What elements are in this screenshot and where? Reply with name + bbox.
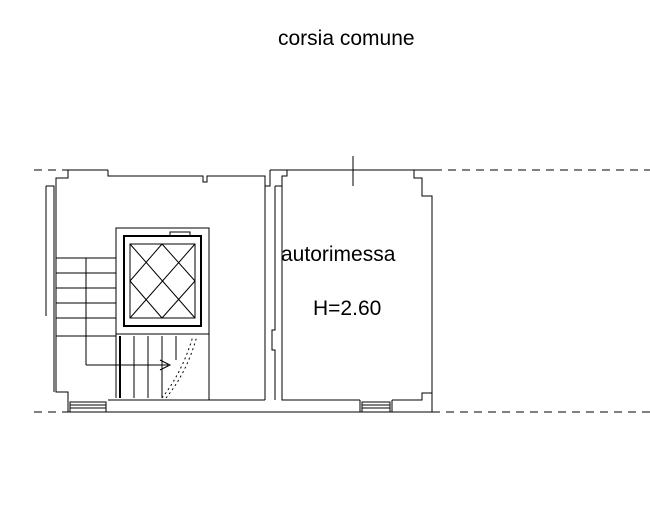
staircase [55, 257, 210, 400]
elevator-shaft [115, 227, 210, 335]
outer-walls [45, 156, 434, 413]
height-label: H=2.60 [313, 297, 382, 320]
garage-left-wall [271, 186, 276, 400]
vent-grille-right [361, 401, 391, 413]
elevator-cross-icon [129, 243, 196, 319]
left-wall-inner [46, 185, 55, 392]
top-wall-stair [107, 170, 271, 187]
garage-room [275, 170, 433, 412]
left-wall [55, 170, 69, 412]
room-label: autorimessa [281, 243, 396, 266]
boundary-lines [34, 169, 650, 413]
vent-grille-left [69, 401, 107, 413]
corridor-label: corsia comune [278, 27, 415, 50]
garage-right-wall [392, 170, 433, 401]
